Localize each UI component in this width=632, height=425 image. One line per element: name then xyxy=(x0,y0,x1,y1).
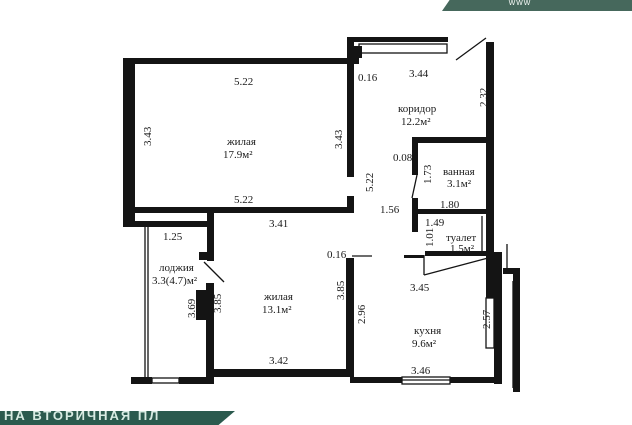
room-corridor-area: 12.2м² xyxy=(401,116,431,128)
bottom-banner xyxy=(0,411,235,425)
dim-corridor-top: 3.44 xyxy=(409,68,429,80)
dim-l2-right: 3.85 xyxy=(335,280,347,300)
dim-l1-top: 5.22 xyxy=(234,76,253,88)
dim-l2-bottom: 3.42 xyxy=(269,355,288,367)
room-bathroom-area: 3.1м² xyxy=(447,178,472,190)
wall-living2-right xyxy=(346,258,354,377)
dim-corridor-wall: 0.16 xyxy=(358,72,378,84)
room-kitchen-area: 9.6м² xyxy=(412,338,437,350)
dim-loggia-top: 1.25 xyxy=(163,231,183,243)
wall-loggia-pillar xyxy=(196,290,206,320)
dim-l2-top: 3.41 xyxy=(269,218,288,230)
wall-living2-left xyxy=(206,283,214,383)
room-loggia-area: 3.3(4.7)м² xyxy=(152,275,198,287)
wall-bath-top xyxy=(412,137,490,143)
dim-l1-left: 3.43 xyxy=(142,126,154,146)
wall-right-balcony xyxy=(503,268,520,274)
door-entry xyxy=(455,37,487,61)
room-loggia-name: лоджия xyxy=(159,262,194,274)
wall-loggia-bottom-right xyxy=(179,377,214,384)
windows xyxy=(123,43,514,388)
dim-bath-wall: 0.08 xyxy=(393,152,413,164)
dim-loggia-height: 3.69 xyxy=(186,298,198,318)
dim-bath-height: 1.73 xyxy=(422,164,434,184)
wall-living2-step xyxy=(199,252,214,260)
dim-kitchen-right: 2.57 xyxy=(481,309,493,329)
wall-toilet-bottom xyxy=(425,251,489,256)
room-labels: жилая 17.9м² жилая 13.1м² коридор 12.2м²… xyxy=(152,103,476,350)
room-toilet-name: туалет xyxy=(446,232,476,244)
wall-living2-bottom xyxy=(206,369,350,377)
door-living2 xyxy=(203,261,225,283)
wall-living2-left-upper xyxy=(207,213,214,261)
wall-bath-left xyxy=(412,137,418,175)
wall-stub-corridor xyxy=(354,46,362,58)
window-kitchen-right xyxy=(485,297,495,349)
room-toilet-area: 1.5м² xyxy=(450,243,475,255)
wall-kitchen-bottom-right xyxy=(450,377,498,383)
dim-corridor-center: 5.22 xyxy=(364,173,376,192)
wall-loggia-bottom xyxy=(131,377,152,384)
door-bath xyxy=(411,174,418,199)
dim-kitchen-bottom: 3.46 xyxy=(411,365,431,377)
dim-toilet-height: 1.01 xyxy=(424,228,436,247)
wall-right-kitchen xyxy=(494,252,502,384)
dim-l2-left: 3.85 xyxy=(212,293,224,313)
wall-living1-right-lower xyxy=(347,196,354,213)
wall-right-exterior xyxy=(486,42,494,298)
door-swings xyxy=(203,37,489,283)
wall-top-living1 xyxy=(123,58,359,64)
dim-kitchen-top: 3.45 xyxy=(410,282,430,294)
window-corridor-top xyxy=(358,43,448,54)
room-living2-area: 13.1м² xyxy=(262,304,292,316)
dim-kitchen-left: 2.96 xyxy=(356,304,368,324)
wall-loggia-top xyxy=(123,221,207,227)
room-bathroom-name: ванная xyxy=(443,166,475,178)
window-loggia xyxy=(144,225,149,379)
dim-l2-wall: 0.16 xyxy=(327,249,347,261)
dim-corridor-right: 2.32 xyxy=(478,88,490,107)
bottom-banner-text: НА ВТОРИЧНАЯ ПЛ xyxy=(4,408,161,423)
dim-bath-width: 1.80 xyxy=(440,199,460,211)
wall-living1-right xyxy=(347,37,354,177)
top-right-banner xyxy=(442,0,632,11)
dim-l1-bottom: 5.22 xyxy=(234,194,253,206)
dim-l1-right: 3.43 xyxy=(333,129,345,149)
wall-top-corridor xyxy=(352,37,448,42)
wall-toilet-door xyxy=(404,255,424,258)
wall-bath-bottom xyxy=(418,209,490,214)
wall-kitchen-bottom-left xyxy=(350,377,402,383)
room-corridor-name: коридор xyxy=(398,103,437,115)
door-kitchen xyxy=(423,257,489,276)
top-right-banner-text: www xyxy=(508,0,532,7)
room-living1-area: 17.9м² xyxy=(223,149,253,161)
wall-right-outer xyxy=(513,274,520,392)
wall-bottom-living1 xyxy=(135,207,350,213)
dim-hall-width: 1.56 xyxy=(380,204,400,216)
room-kitchen-name: кухня xyxy=(414,325,441,337)
room-living1-name: жилая xyxy=(226,136,256,148)
dimension-labels: 5.22 5.22 3.43 3.43 3.44 0.16 2.32 5.22 … xyxy=(142,68,493,377)
room-living2-name: жилая xyxy=(263,291,293,303)
dim-toilet-width: 1.49 xyxy=(425,217,445,229)
wall-bath-left-lower xyxy=(412,198,418,232)
window-loggia-bottom xyxy=(151,377,180,384)
walls xyxy=(123,37,520,392)
